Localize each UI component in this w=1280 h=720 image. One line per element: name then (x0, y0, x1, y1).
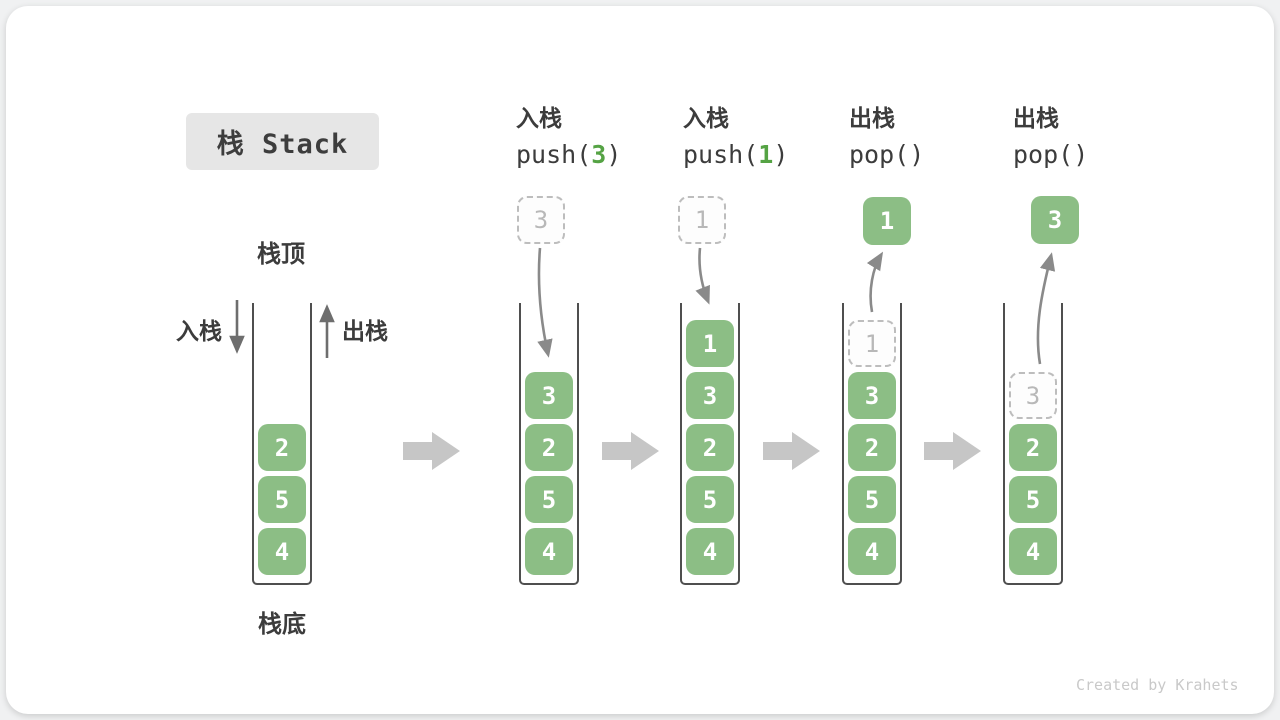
code-arg: 1 (758, 139, 774, 169)
stack-cell: 2 (1009, 424, 1057, 471)
stack-state-after-push-1: 1 3 2 5 4 (680, 303, 740, 585)
popped-value-box: 3 (1031, 196, 1079, 244)
stack-state-after-push-3: 3 2 5 4 (519, 303, 579, 585)
stack-cell: 5 (525, 476, 573, 523)
code-post: ) (606, 139, 622, 169)
stack-bottom-label: 栈底 (258, 610, 306, 638)
op-code: pop() (849, 139, 925, 170)
stack-cell: 3 (686, 372, 734, 419)
stack-cell: 4 (848, 528, 896, 575)
push-side-label: 入栈 (176, 319, 222, 345)
stack-cell: 5 (686, 476, 734, 523)
stack-cell: 4 (258, 528, 306, 575)
stack-cell-ghost: 3 (1009, 372, 1057, 419)
stack-cell: 5 (1009, 476, 1057, 523)
stack-cell: 5 (258, 476, 306, 523)
stack-cell: 2 (686, 424, 734, 471)
op-code: push(1) (683, 139, 789, 170)
code-post: ) (909, 139, 925, 169)
title-badge: 栈 Stack (186, 113, 379, 170)
stack-cell: 4 (525, 528, 573, 575)
code-pre: push( (683, 139, 759, 169)
op-label: 出栈 (1013, 106, 1059, 132)
op-header-pop-1: 出栈 pop() (849, 106, 924, 169)
op-header-pop-3: 出栈 pop() (1013, 106, 1088, 169)
stack-state-initial: 2 5 4 (252, 303, 312, 585)
code-pre: pop( (1013, 139, 1074, 169)
stack-top-label: 栈顶 (257, 240, 305, 268)
op-header-push-1: 入栈 push(1) (683, 106, 788, 169)
op-code: pop() (1013, 139, 1089, 170)
code-arg: 3 (591, 139, 607, 169)
code-pre: push( (516, 139, 592, 169)
code-post: ) (1073, 139, 1089, 169)
op-label: 出栈 (849, 106, 895, 132)
stack-cell: 3 (848, 372, 896, 419)
incoming-value-box: 3 (517, 196, 565, 244)
op-label: 入栈 (516, 106, 562, 132)
op-label: 入栈 (683, 106, 729, 132)
stack-state-after-pop-3: 3 2 5 4 (1003, 303, 1063, 585)
stack-cell: 5 (848, 476, 896, 523)
op-header-push-3: 入栈 push(3) (516, 106, 621, 169)
stack-cell: 4 (686, 528, 734, 575)
popped-value-box: 1 (863, 197, 911, 245)
pop-side-label: 出栈 (342, 319, 388, 345)
stack-cell: 2 (848, 424, 896, 471)
stack-cell: 2 (258, 424, 306, 471)
stack-cell-ghost: 1 (848, 320, 896, 367)
stack-cell: 3 (525, 372, 573, 419)
stack-cell: 1 (686, 320, 734, 367)
watermark: Created by Krahets (1076, 676, 1239, 694)
code-post: ) (773, 139, 789, 169)
incoming-value-box: 1 (678, 196, 726, 244)
stack-cell: 2 (525, 424, 573, 471)
code-pre: pop( (849, 139, 910, 169)
op-code: push(3) (516, 139, 622, 170)
stack-state-after-pop-1: 1 3 2 5 4 (842, 303, 902, 585)
stack-cell: 4 (1009, 528, 1057, 575)
